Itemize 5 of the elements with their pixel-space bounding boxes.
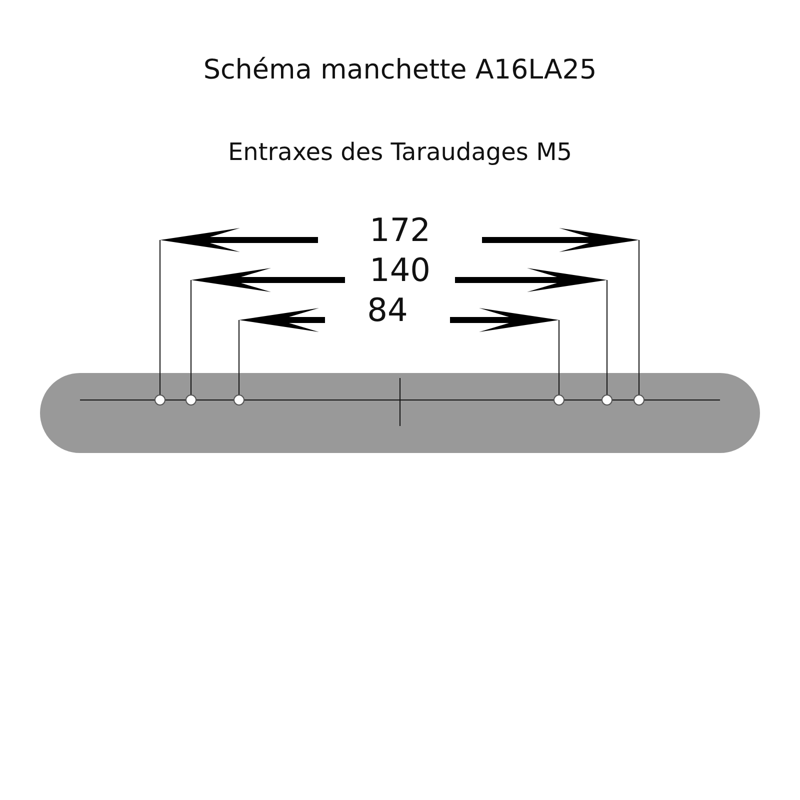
subtitle: Entraxes des Taraudages M5 — [228, 138, 572, 166]
dimension-value: 172 — [369, 211, 431, 249]
title: Schéma manchette A16LA25 — [203, 54, 597, 86]
dimension-value: 84 — [367, 291, 408, 329]
dimension-value: 140 — [369, 251, 431, 289]
